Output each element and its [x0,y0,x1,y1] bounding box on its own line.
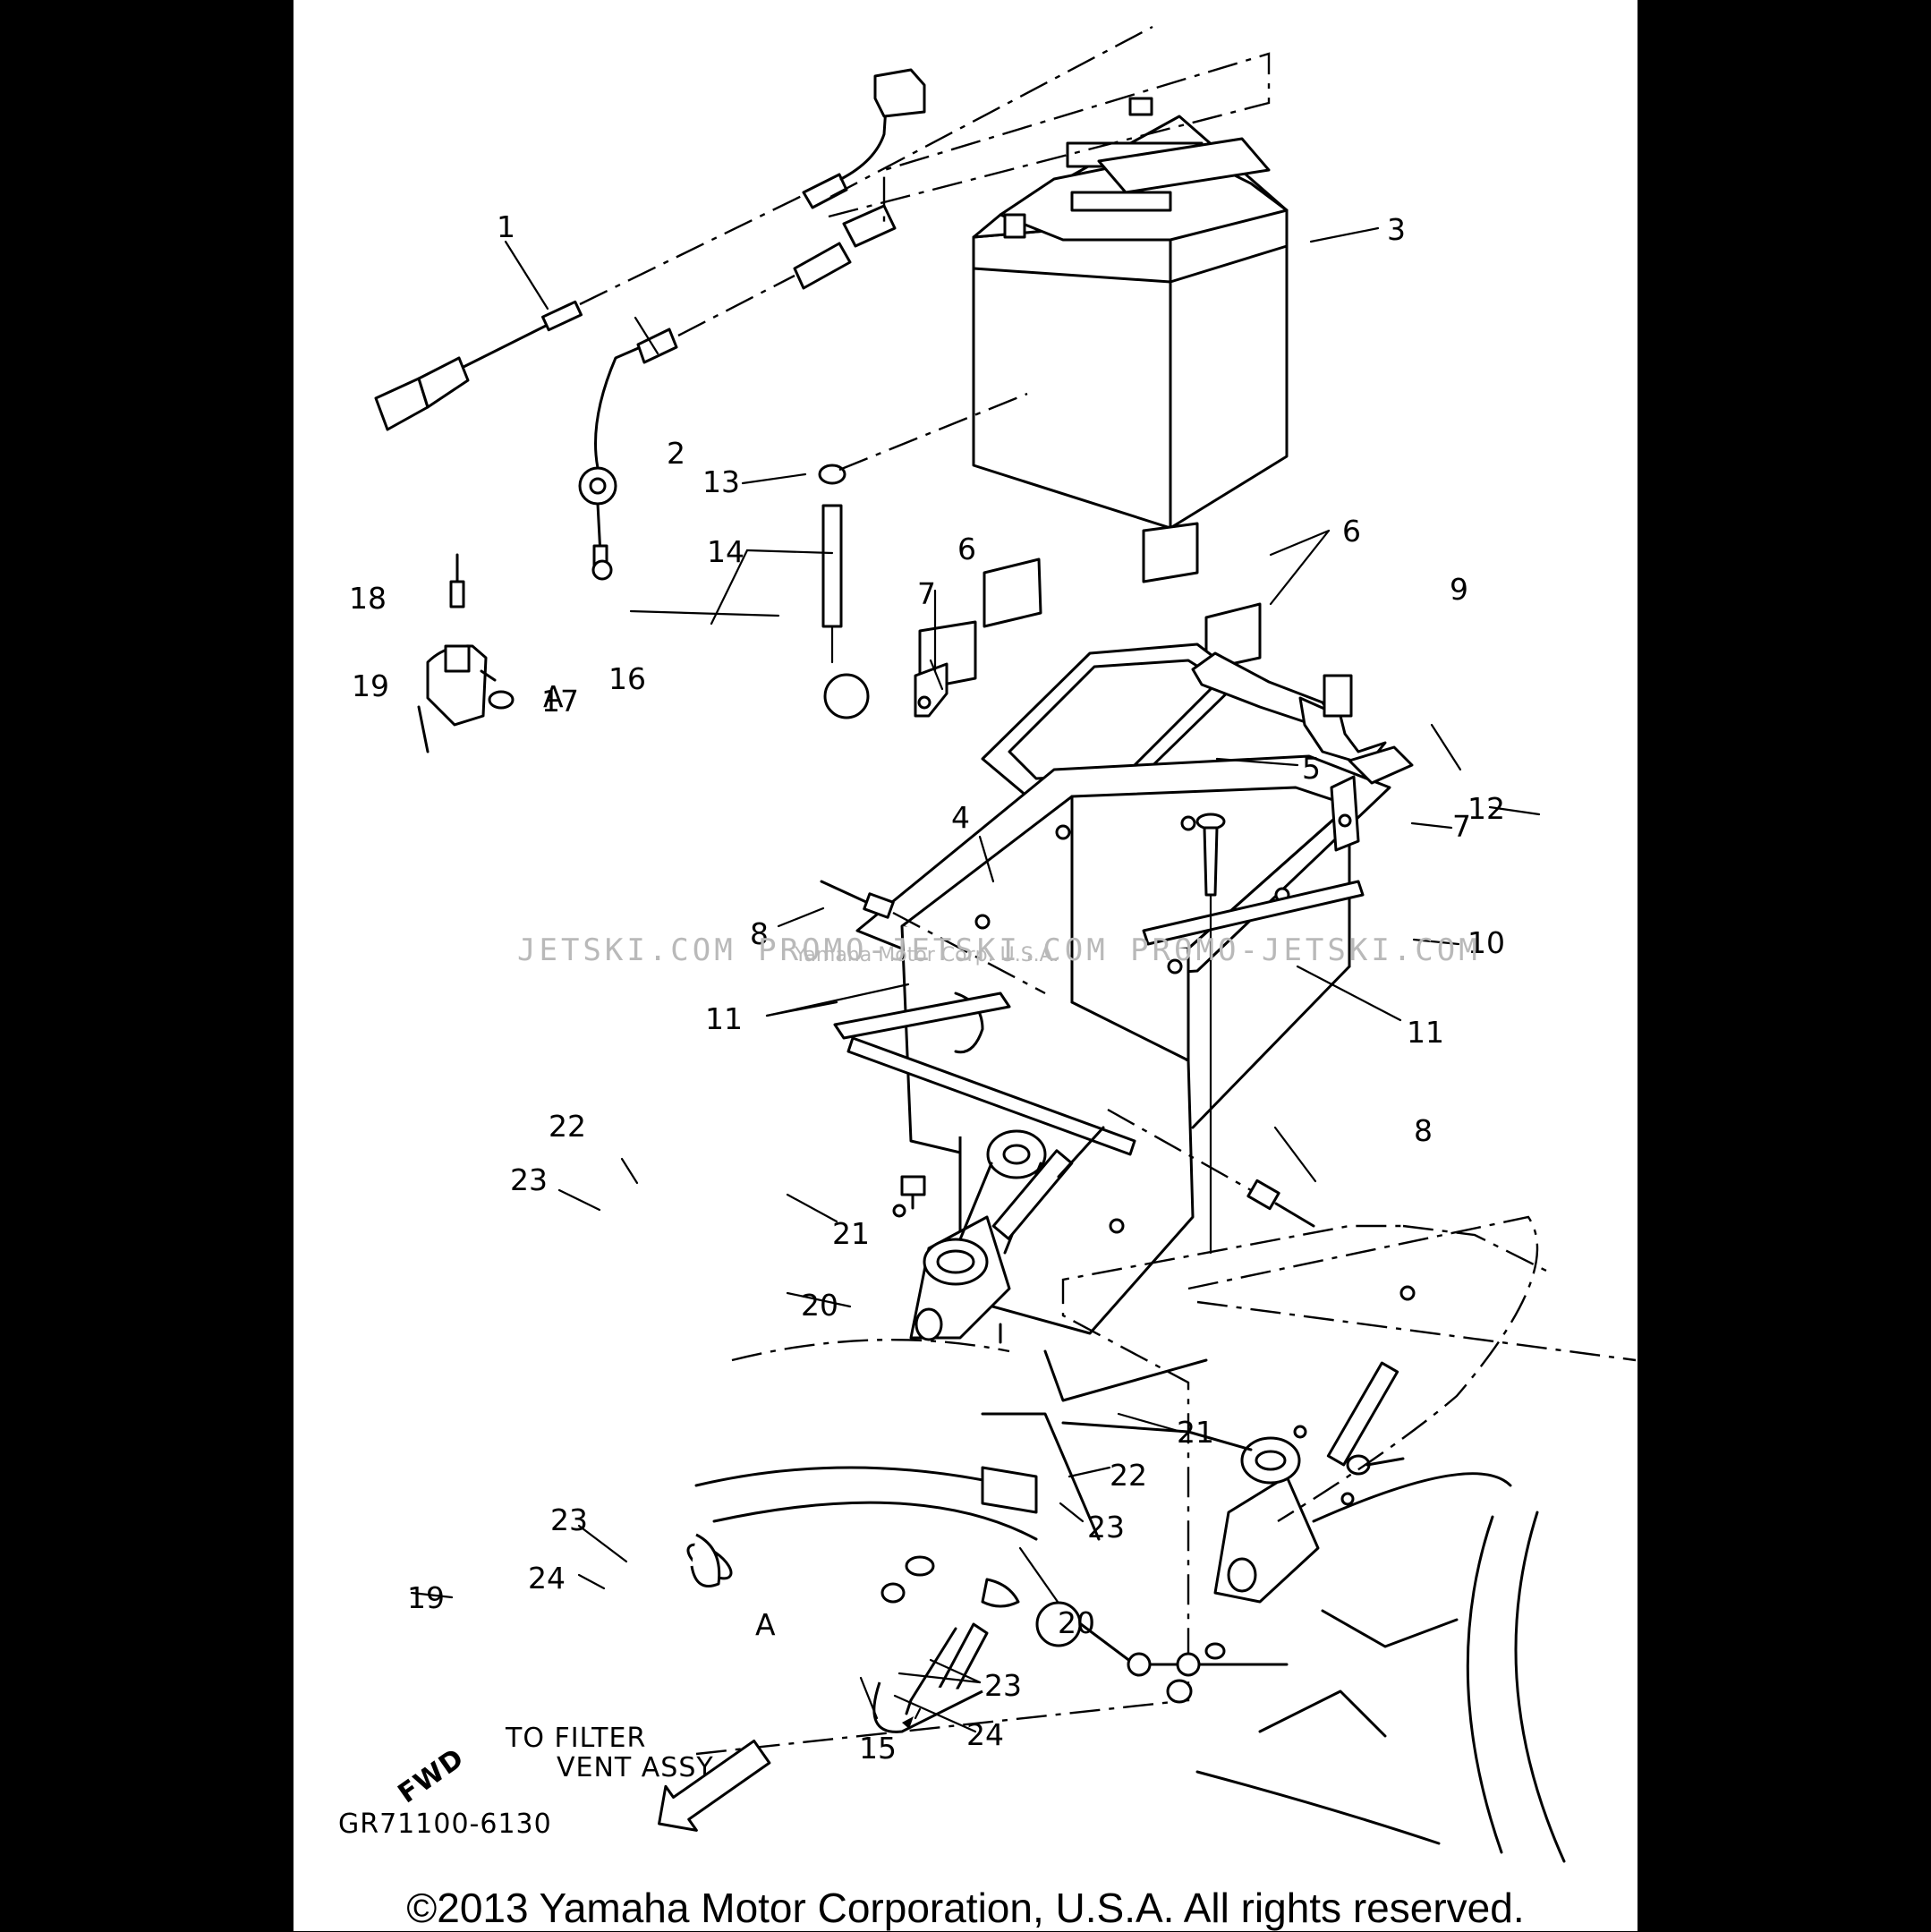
callout-4: 4 [951,800,970,835]
callout-19-upper: 19 [352,668,389,703]
callout-22-upper: 22 [549,1109,586,1144]
fitting-20-upper [892,1126,1105,1341]
fwd-arrow [658,1739,771,1832]
watermark: JETSKI.COM PROMO-JETSKI.COM PROMO-JETSKI… [517,932,1481,968]
battery-parts-diagram: 1 2 3 13 14 6 6 7 9 18 16 19 17 5 12 7 4… [338,25,1637,1863]
fwd-label: FWD [393,1742,471,1809]
callout-1: 1 [497,209,515,244]
vent-hose-14 [818,392,1028,664]
pins-8 [820,880,1315,1228]
screw-12 [1195,813,1226,1255]
battery-cable-1 [374,68,926,431]
fitting-20-lower [1213,1361,1405,1604]
callout-7-right: 7 [1452,809,1471,844]
battery-cable-2 [578,25,1153,581]
lower-hardware [686,1533,1226,1733]
callout-8-lower: 8 [1414,1113,1433,1148]
note-to-filter: TO FILTER [505,1723,646,1754]
callout-5: 5 [1302,751,1321,786]
battery-box-4 [855,754,1391,1344]
callout-15: 15 [859,1731,897,1766]
leader-lines [410,226,1541,1733]
callout-2: 2 [667,436,685,471]
callout-10: 10 [1467,925,1505,960]
callout-20-lower: 20 [1058,1605,1095,1640]
watermark-sub: Yamaha Motor Corp. U.S.A. [795,944,1059,966]
battery-strap-9 [1191,651,1414,785]
strip-11-bottom [846,1036,1136,1156]
callout-23-mid: 23 [1087,1510,1125,1545]
strip-11-left [833,992,1011,1040]
callout-6-right: 6 [1342,514,1361,549]
callout-11-left: 11 [705,1001,743,1036]
callout-8-upper: 8 [750,916,769,951]
callout-6-left: 6 [957,532,976,566]
callout-16: 16 [608,661,646,696]
bracket-7 [914,662,1360,852]
callout-3: 3 [1387,212,1406,247]
callout-13: 13 [702,464,740,499]
callout-23-right: 23 [984,1668,1022,1703]
callout-22-lower: 22 [1110,1458,1147,1493]
callout-17: 17 [541,684,579,719]
pads-6 [918,522,1262,691]
marker-a-lower: A [755,1607,776,1642]
battery [972,97,1289,530]
callout-20-upper: 20 [801,1288,838,1323]
callout-18: 18 [349,581,387,616]
callout-24-right: 24 [966,1717,1004,1752]
callout-23-left: 23 [550,1502,588,1537]
callout-21-upper: 21 [832,1216,870,1251]
reference-markers [823,673,1082,1647]
callout-9: 9 [1450,572,1468,607]
hull-outline [694,1215,1637,1863]
callout-24-left: 24 [528,1561,566,1596]
callout-21-lower: 21 [1177,1415,1214,1450]
callout-7-left: 7 [917,576,936,611]
callout-14: 14 [707,534,744,569]
note-vent-assy: VENT ASSY [557,1752,714,1783]
drawing-code: GR71100-6130 [338,1809,552,1840]
callout-19-lower: 19 [407,1580,445,1615]
callout-numbers: 1 2 3 13 14 6 6 7 9 18 16 19 17 5 12 7 4… [349,209,1505,1766]
callout-11-right: 11 [1407,1015,1444,1050]
parts-diagram-sheet: 1 2 3 13 14 6 6 7 9 18 16 19 17 5 12 7 4… [293,0,1638,1931]
callout-23-upper: 23 [510,1162,548,1197]
marker-a-upper: A [543,679,564,714]
copyright-notice: ©2013 Yamaha Motor Corporation, U.S.A. A… [406,1885,1525,1931]
strip-10 [1142,880,1365,946]
mount-16 [417,553,515,753]
